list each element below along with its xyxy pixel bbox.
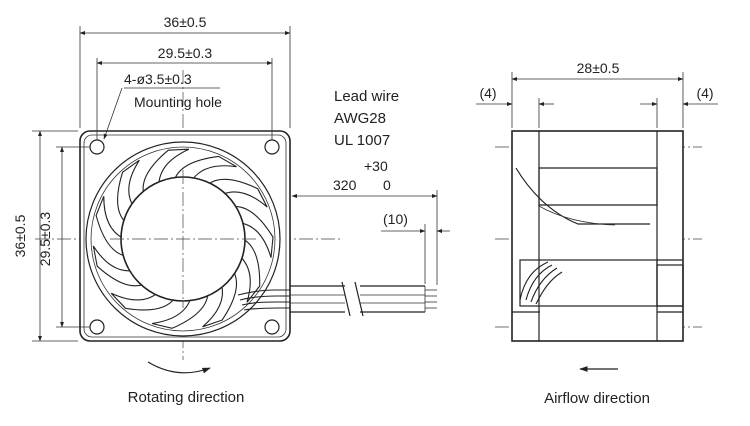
rotating-direction-label: Rotating direction xyxy=(128,389,245,406)
mounting-hole-leader xyxy=(103,87,123,140)
lead-wire-length: 320 xyxy=(333,177,357,193)
length-tolerance-upper: +30 xyxy=(364,158,388,174)
side-depth-dimension: 28±0.5 xyxy=(577,60,620,76)
impeller-blade xyxy=(239,238,261,303)
impeller-blade xyxy=(151,292,209,329)
impeller-blade xyxy=(92,245,145,287)
impeller-blade xyxy=(95,196,127,257)
right-flange-dimension: (4) xyxy=(696,85,713,101)
impeller-blade xyxy=(202,270,237,328)
impeller-blade xyxy=(142,148,190,195)
impeller-blade xyxy=(117,159,140,224)
wire-standard: UL 1007 xyxy=(334,132,390,149)
overall-height-dimension: 36±0.5 xyxy=(12,214,28,257)
left-flange-dimension: (4) xyxy=(479,85,496,101)
lead-wire-title: Lead wire xyxy=(334,88,399,105)
mounting-hole-bottom-right xyxy=(264,319,280,335)
impeller-blade xyxy=(110,292,176,311)
mounting-hole-label: Mounting hole xyxy=(134,94,222,110)
hole-pitch-width-dimension: 29.5±0.3 xyxy=(158,45,213,61)
impeller-blade xyxy=(206,178,268,208)
strip-length-dimension: (10) xyxy=(383,211,408,227)
rotation-arrow xyxy=(147,361,211,374)
wire-gauge: AWG28 xyxy=(334,110,386,127)
lead-wire-spec: Lead wire AWG28 UL 1007 +30 320 0 (10) xyxy=(291,88,450,285)
front-view xyxy=(35,70,437,374)
impeller-blade xyxy=(232,206,274,258)
hole-pitch-height-dimension: 29.5±0.3 xyxy=(37,212,53,267)
overall-width-dimension: 36±0.5 xyxy=(164,14,207,30)
side-dimensions: 28±0.5 (4) (4) xyxy=(476,60,718,128)
airflow-direction-label: Airflow direction xyxy=(544,390,650,407)
hole-spec-label: 4-ø3.5±0.3 xyxy=(124,71,192,87)
impeller-blade xyxy=(173,155,237,181)
side-view: Airflow direction xyxy=(495,130,702,407)
venturi-ring xyxy=(85,141,281,337)
length-tolerance-lower: 0 xyxy=(383,177,391,193)
lead-wire-bundle xyxy=(237,281,437,317)
impeller-blades xyxy=(92,148,274,329)
front-dimensions: 36±0.5 29.5±0.3 4-ø3.5±0.3 Mounting hole… xyxy=(12,14,291,406)
